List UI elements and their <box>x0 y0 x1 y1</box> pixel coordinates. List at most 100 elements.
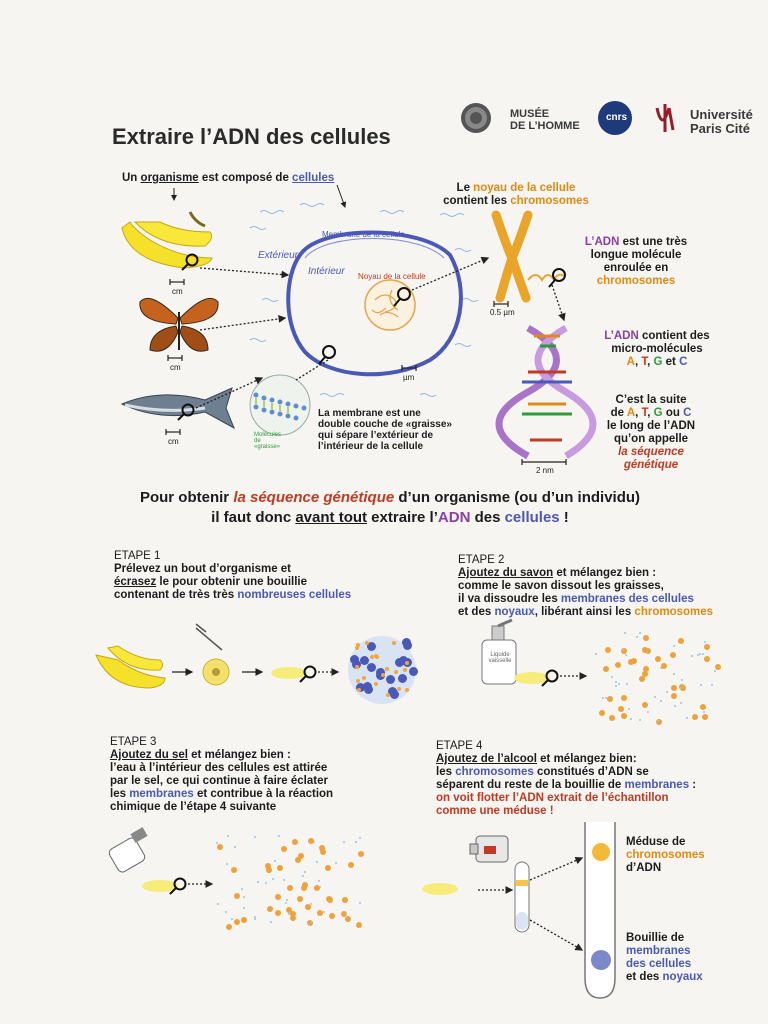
cell-dot <box>265 866 272 873</box>
cell-dot <box>348 861 355 868</box>
soap-bottle <box>481 618 517 685</box>
cell-dot <box>690 654 693 657</box>
cell-dot <box>397 686 402 691</box>
cell-dot <box>307 922 310 925</box>
cell-dot <box>636 636 639 639</box>
cell-dot <box>623 631 626 634</box>
cell-dot <box>702 652 705 655</box>
cell-dot <box>313 840 316 843</box>
scale-2nm: 2 nm <box>536 466 554 475</box>
exterieur-label: Extérieur <box>258 250 299 261</box>
cell-dot <box>678 638 685 645</box>
cell-dot <box>257 880 260 883</box>
cell-dot <box>343 841 346 844</box>
cell-dot <box>386 692 391 697</box>
cell-dot <box>397 674 407 684</box>
cell-dot <box>391 641 396 646</box>
cell-dot <box>243 906 246 909</box>
cell-dot <box>373 681 378 686</box>
micro-note: L’ADN contient des micro-molécules A, T,… <box>604 330 710 368</box>
water-waves <box>249 203 479 397</box>
large-tube <box>584 822 616 999</box>
cell-dot <box>686 716 689 719</box>
cell-dot <box>642 647 649 654</box>
cell-dot <box>713 670 716 673</box>
cell-dot <box>287 885 294 892</box>
cell-dot <box>351 660 361 670</box>
salt-shaker <box>108 827 148 873</box>
cell-dot <box>638 718 641 721</box>
cell-dot <box>699 683 702 686</box>
cell-dot <box>672 672 675 675</box>
cell-dot <box>714 663 721 670</box>
cell-dot <box>617 706 624 713</box>
dna-helix <box>495 324 597 460</box>
cell-dot <box>356 679 361 684</box>
cell-dot <box>310 921 313 924</box>
headline: Pour obtenir la séquence génétique d’un … <box>139 489 641 526</box>
cell-dot <box>670 684 677 691</box>
cell-dot <box>607 696 614 703</box>
cell-dot <box>349 919 352 922</box>
cell-dot <box>216 844 223 851</box>
cell-dot <box>639 676 646 683</box>
cell-dot <box>315 861 318 864</box>
cell-dot <box>241 916 248 923</box>
cnrs-label: cnrs <box>606 112 628 123</box>
musee-logo <box>461 103 491 133</box>
cell-dot <box>278 835 281 838</box>
cell-dot <box>595 652 598 655</box>
cell-dot <box>294 856 301 863</box>
cell-dot <box>393 670 398 675</box>
cell-dot <box>384 666 389 671</box>
cell-dot <box>661 662 668 669</box>
cell-dot <box>358 850 365 857</box>
cell-dot <box>702 711 705 714</box>
cell-dot <box>319 848 326 855</box>
step2-text: ETAPE 2 Ajoutez du savon et mélangez bie… <box>458 554 714 618</box>
cell-dot <box>699 652 702 655</box>
cell-dot <box>290 911 297 918</box>
cell-dot <box>226 862 229 865</box>
nucleus <box>364 279 416 331</box>
cell-dot <box>302 881 309 888</box>
cell-dot <box>217 902 220 905</box>
cell-dot <box>254 917 256 920</box>
noyau-label: Noyau de la cellule <box>358 272 426 281</box>
cell-dot <box>329 912 336 919</box>
cell-dot <box>654 696 657 699</box>
cell-dot <box>641 701 648 708</box>
cnrs-logo <box>598 101 632 135</box>
cell-dot <box>614 661 621 668</box>
molecules-label: Molécules de «graisse» <box>254 432 282 450</box>
cell-dot <box>265 862 272 869</box>
cell-dot <box>234 919 241 926</box>
scale-cm-3: cm <box>168 437 179 446</box>
cell-dot <box>367 663 377 673</box>
cell-dot <box>611 676 614 679</box>
cell-dot <box>360 655 370 665</box>
cell-dot <box>660 667 663 670</box>
cell-dot <box>604 697 607 700</box>
cell-dot <box>356 643 361 647</box>
cell-dot <box>340 911 347 918</box>
cell-dot <box>355 682 365 692</box>
step1-banana <box>95 645 166 689</box>
cell-dot <box>387 686 397 696</box>
small-tube <box>514 861 530 933</box>
cell-dot <box>356 922 363 929</box>
cell-dot <box>395 658 405 668</box>
cell-dot <box>631 658 638 664</box>
cell-dot <box>270 920 273 923</box>
cell-dot <box>345 913 348 915</box>
cell-dot <box>325 865 332 872</box>
fork-icon <box>195 623 223 651</box>
cell-dot <box>404 687 409 692</box>
alcohol-bottle <box>469 835 509 863</box>
banana-image <box>121 211 213 269</box>
cell-dot <box>680 678 683 681</box>
cell-dot <box>266 905 273 912</box>
